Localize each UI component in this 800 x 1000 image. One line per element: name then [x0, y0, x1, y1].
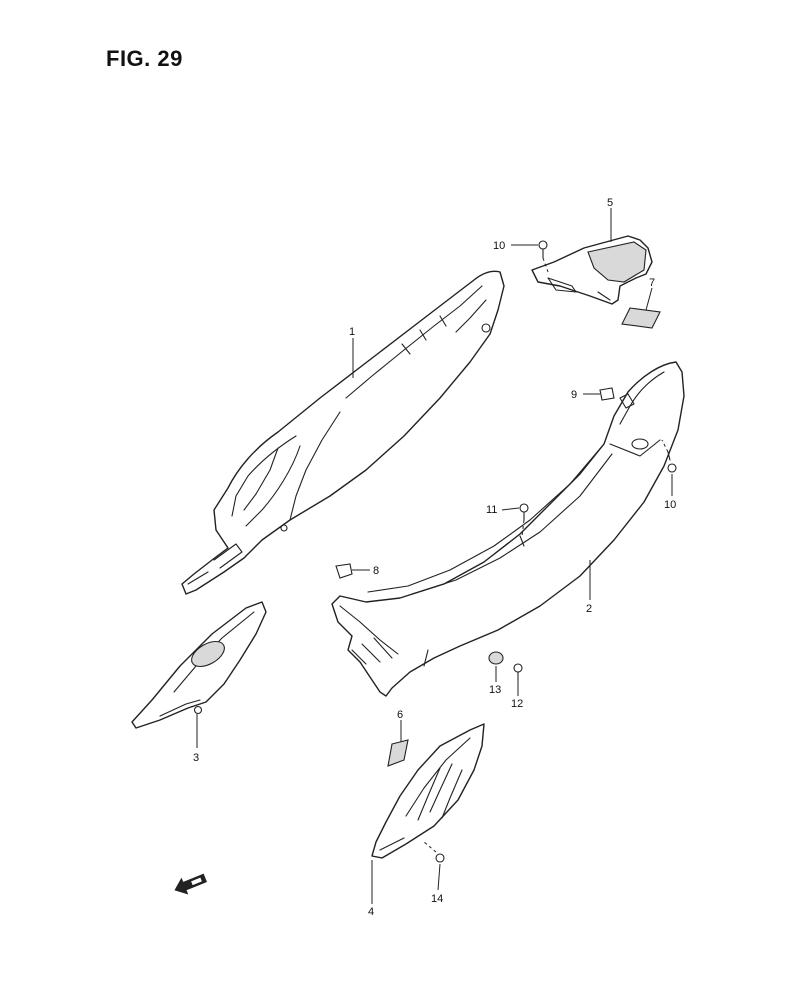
callout-2: 2: [586, 603, 592, 615]
figure-title: FIG. 29: [106, 46, 183, 71]
callout-7: 7: [649, 277, 655, 289]
part-1-frame-cover: [181, 270, 505, 595]
callout-6: 6: [397, 709, 403, 721]
screw-11: [519, 503, 529, 537]
screw-14: [423, 841, 445, 863]
callout-13: 13: [489, 684, 501, 696]
callout-12: 12: [511, 698, 523, 710]
part-8-clip: [335, 563, 353, 579]
callout-9: 9: [571, 389, 577, 401]
grommet-13: [488, 651, 504, 665]
part-7-plate: [621, 307, 661, 329]
callout-1: 1: [349, 326, 355, 338]
callout-4: 4: [368, 906, 374, 918]
screw-10-upper: [538, 240, 549, 273]
part-3-side-cover: [131, 601, 267, 729]
callout-10-right: 10: [664, 499, 676, 511]
callout-11: 11: [486, 504, 497, 516]
part-4-lower-cover: [371, 723, 485, 859]
part-9-clip: [599, 387, 615, 401]
callout-14: 14: [431, 893, 443, 905]
screw-10-right: [661, 439, 677, 473]
part-6-pad: [387, 739, 409, 767]
leader-lines: [196, 208, 673, 904]
part-2-rear-cowl: [331, 361, 685, 697]
callout-10-upper: 10: [493, 240, 505, 252]
front-direction-arrow-icon: [174, 873, 207, 895]
part-5-tail-bracket: [531, 235, 653, 305]
callout-3: 3: [193, 752, 199, 764]
callout-5: 5: [607, 197, 613, 209]
callout-8: 8: [373, 565, 379, 577]
